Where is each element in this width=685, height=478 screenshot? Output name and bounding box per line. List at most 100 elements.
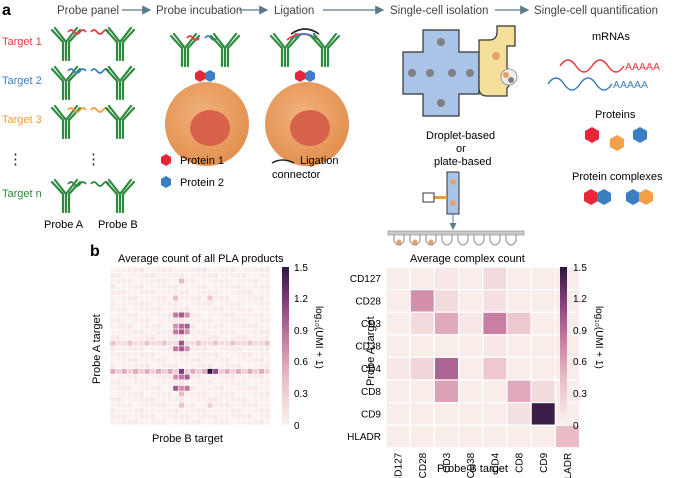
- heatmap-cell: [229, 272, 237, 279]
- heatmap-cell: [206, 379, 214, 386]
- heatmap-cell: [212, 300, 219, 307]
- heatmap-cell: [115, 373, 122, 381]
- heatmap-cell: [138, 373, 145, 381]
- heatmap-cell: [189, 368, 197, 375]
- heatmap-cell: [172, 340, 179, 347]
- sorter-channel: [446, 171, 460, 215]
- heatmap-cell: [258, 283, 265, 290]
- heatmap-cell: [458, 311, 484, 336]
- heatmap-cell: [212, 396, 219, 403]
- heatmap-cell: [149, 294, 157, 302]
- heatmap-cell: [195, 306, 202, 313]
- heatmap-cell: [229, 294, 237, 302]
- heatmap-cell: [161, 351, 168, 358]
- heatmap-cell: [155, 294, 162, 302]
- heatmap-cell: [109, 402, 117, 409]
- heatmap-cell: [246, 306, 254, 313]
- heatmap-cell: [121, 323, 128, 330]
- heatmap-cell: [212, 317, 219, 324]
- heatmap-cell: [172, 385, 179, 392]
- heatmap-cell: [166, 340, 174, 347]
- heatmap-cell: [132, 272, 139, 279]
- heatmap-cell: [121, 283, 128, 290]
- heatmap-cell: [161, 277, 168, 285]
- heatmap-cell: [252, 340, 259, 347]
- heatmap-cell: [206, 311, 214, 319]
- heatmap-cell: [109, 317, 117, 324]
- heatmap-cell: [126, 272, 134, 279]
- heatmap-cell: [258, 277, 265, 285]
- probe-incubation-cell: [165, 32, 249, 166]
- heatmap-cell: [126, 396, 134, 403]
- heatmap-cell: [178, 289, 185, 296]
- protein-2-label: Protein 2: [180, 177, 224, 189]
- heatmap-cell: [258, 413, 265, 420]
- heatmap-cell: [138, 272, 145, 279]
- polya-blue: AAAAA: [613, 79, 648, 91]
- heatmap-cell: [138, 390, 145, 398]
- heatmap-cell: [206, 368, 214, 375]
- heatmap-cell: [121, 277, 128, 285]
- heatmap-cell: [149, 356, 157, 364]
- heatmap-cell: [195, 390, 202, 398]
- heatmap-cell: [482, 334, 508, 358]
- heatmap-cell: [206, 289, 214, 296]
- heatmap-cell: [143, 300, 151, 307]
- heatmap-cell: [189, 266, 197, 273]
- heatmap-cell: [409, 356, 436, 381]
- heatmap-cell: [132, 413, 139, 420]
- heatmap-cell: [252, 266, 259, 273]
- heatmap-cell: [121, 402, 128, 409]
- heatmap-cell: [241, 266, 248, 273]
- heatmap-cell: [115, 328, 122, 336]
- heatmap-left-title: Average count of all PLA products: [118, 253, 284, 265]
- heatmap-cell: [252, 351, 259, 358]
- heatmap-right-xlabel: Probe B target: [437, 463, 508, 475]
- heatmap-cell: [218, 306, 225, 313]
- heatmap-cell: [132, 396, 139, 403]
- heatmap-cell: [121, 289, 128, 296]
- heatmap-cell: [206, 283, 214, 290]
- heatmap-cell: [155, 340, 162, 347]
- heatmap-cell: [252, 300, 259, 307]
- heatmap-cell: [178, 328, 185, 336]
- heatmap-cell: [132, 323, 139, 330]
- cb-left-tick: 1.5: [294, 263, 308, 274]
- heatmap-cell: [132, 379, 139, 386]
- heatmap-cell: [138, 277, 145, 285]
- heatmap-cell: [258, 396, 265, 403]
- heatmap-cell: [183, 306, 191, 313]
- step-single-cell-quantification: Single-cell quantification: [534, 5, 658, 17]
- heatmap-cell: [166, 368, 174, 375]
- antibody-icon: [104, 26, 136, 62]
- protein-2-icon: [633, 127, 647, 143]
- heatmap-cell: [246, 362, 254, 369]
- heatmap-cell: [138, 311, 145, 319]
- heatmap-cell: [263, 419, 271, 426]
- heatmap-cell: [132, 283, 139, 290]
- protein-2-icon: [305, 70, 315, 82]
- heatmap-cell: [161, 368, 168, 375]
- heatmap-cell: [155, 272, 162, 279]
- heatmap-cell: [115, 283, 122, 290]
- heatmap-cell: [252, 407, 259, 415]
- heatmap-cell: [172, 390, 179, 398]
- heatmap-cell: [109, 328, 117, 336]
- heatmap-cell: [178, 345, 185, 352]
- heatmap-cell: [155, 373, 162, 381]
- heatmap-cell: [195, 277, 202, 285]
- heatmap-cell: [263, 306, 271, 313]
- heatmap-cell: [206, 306, 214, 313]
- heatmap-cell: [155, 345, 162, 352]
- heatmap-cell: [195, 328, 202, 336]
- ligation-connector-icon: [290, 28, 320, 35]
- heatmap-cell: [132, 356, 139, 364]
- heatmap-cell: [132, 306, 139, 313]
- heatmap-cell: [201, 368, 208, 375]
- heatmap-cell: [212, 385, 219, 392]
- heatmap-cell: [166, 345, 174, 352]
- heatmap-cell: [149, 390, 157, 398]
- heatmap-cell: [218, 351, 225, 358]
- heatmap-cell: [166, 311, 174, 319]
- heatmap-cell: [143, 373, 151, 381]
